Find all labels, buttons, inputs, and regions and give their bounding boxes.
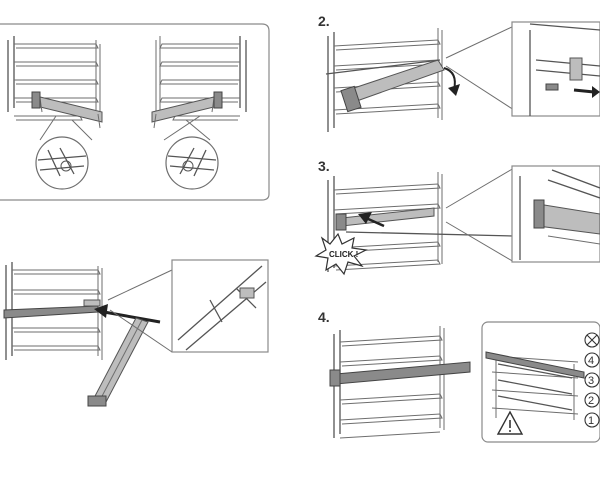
step1b-panel <box>3 259 269 407</box>
insert-arrow <box>94 304 161 324</box>
crossed-level-icon <box>584 332 600 348</box>
level-1: 1 <box>584 412 600 428</box>
left-telescopic-rail <box>31 91 103 129</box>
step2-rack <box>327 28 443 132</box>
right-telescopic-rail <box>151 91 223 129</box>
level-4: 4 <box>584 352 600 368</box>
loose-telescopic-rail <box>87 317 149 407</box>
level-2: 2 <box>584 392 600 408</box>
shelf-level-scale: 4 3 2 1 <box>584 332 600 428</box>
left-detail-magnifier <box>35 136 89 190</box>
click-burst: CLICK ! <box>314 232 368 276</box>
right-oven-rack <box>155 36 247 121</box>
level-3: 3 <box>584 372 600 388</box>
step4-panel: 4. <box>318 309 600 443</box>
rail-detail-box <box>171 259 269 353</box>
step4-rail <box>329 361 471 387</box>
level-1-label: 1 <box>588 415 594 427</box>
level-4-label: 4 <box>588 355 594 367</box>
step3-label: 3. <box>318 158 330 174</box>
step4-detail-box <box>481 321 600 443</box>
step2-label: 2. <box>318 13 330 29</box>
click-callout: CLICK ! <box>329 250 358 259</box>
step2-rail-tilted <box>325 59 445 113</box>
step1-panel <box>0 23 270 201</box>
right-detail-magnifier <box>165 136 219 190</box>
step3-detail-box <box>511 165 600 263</box>
step4-label: 4. <box>318 309 330 325</box>
level-2-label: 2 <box>588 395 594 407</box>
push-arrow <box>358 212 385 228</box>
step2-panel: 2. <box>318 13 600 132</box>
level-3-label: 3 <box>588 375 594 387</box>
left-oven-rack <box>7 36 101 121</box>
step3-panel: 3. CLICK ! <box>314 158 600 276</box>
rotate-arrow <box>443 67 460 96</box>
step2-detail-box <box>511 21 600 117</box>
warning-triangle-icon <box>496 410 524 435</box>
rack-with-rail-insert <box>3 262 103 360</box>
oven-interior-rails <box>485 351 585 420</box>
